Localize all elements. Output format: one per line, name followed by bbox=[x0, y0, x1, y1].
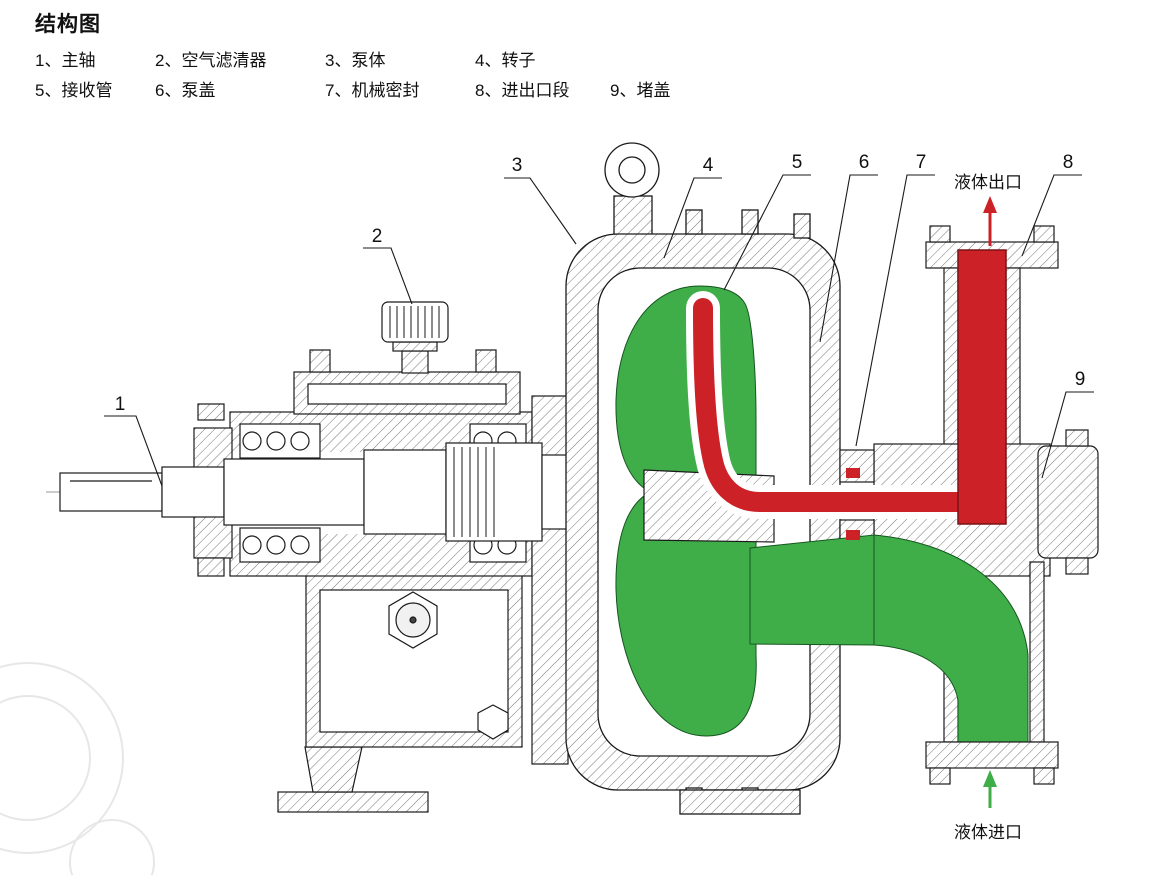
outlet-label: 液体出口 bbox=[954, 173, 1022, 192]
bearing-housing bbox=[193, 349, 569, 813]
callout-7: 7 bbox=[916, 152, 927, 173]
outlet-flow: 液体出口 bbox=[954, 173, 1022, 246]
lifting-eye bbox=[604, 142, 660, 198]
callout-numbers: 1 2 3 4 5 6 7 8 9 bbox=[115, 152, 1086, 415]
lifting-eye-base bbox=[613, 195, 653, 239]
receiving-pipe bbox=[686, 291, 999, 519]
legend-item-3: 3、泵体 bbox=[325, 51, 386, 70]
mechanical-seal-rings bbox=[846, 468, 860, 540]
page-title: 结构图 bbox=[35, 13, 101, 36]
legend-item-6: 6、泵盖 bbox=[155, 81, 216, 100]
liquid-outlet-pipe bbox=[957, 249, 1007, 525]
legend-item-5: 5、接收管 bbox=[35, 81, 113, 100]
watermark bbox=[0, 662, 155, 875]
callout-leaders bbox=[104, 174, 1094, 487]
casing-foot bbox=[679, 789, 801, 815]
callout-8: 8 bbox=[1063, 152, 1074, 173]
legend-item-4: 4、转子 bbox=[475, 51, 536, 70]
plug-cover bbox=[1037, 429, 1099, 575]
callout-6: 6 bbox=[859, 152, 870, 173]
liquid-inlet-bridge bbox=[749, 534, 875, 646]
liquid-inlet-pipe bbox=[873, 534, 1029, 743]
oil-sight-glass bbox=[388, 591, 438, 649]
legend-item-8: 8、进出口段 bbox=[475, 81, 570, 100]
ball-bearings bbox=[242, 431, 517, 555]
legend-item-7: 7、机械密封 bbox=[325, 81, 420, 100]
callout-2: 2 bbox=[372, 226, 383, 247]
drain-plug bbox=[477, 704, 509, 740]
callout-3: 3 bbox=[512, 155, 523, 176]
inlet-flange bbox=[925, 741, 1059, 785]
inlet-arrow-icon bbox=[983, 770, 997, 787]
air-filter bbox=[381, 301, 449, 374]
callout-5: 5 bbox=[792, 152, 803, 173]
callout-4: 4 bbox=[703, 155, 714, 176]
outlet-arrow-icon bbox=[983, 196, 997, 213]
legend-item-9: 9、堵盖 bbox=[610, 81, 671, 100]
inlet-label: 液体进口 bbox=[954, 823, 1022, 842]
callout-1: 1 bbox=[115, 394, 126, 415]
legend-item-2: 2、空气滤清器 bbox=[155, 51, 267, 70]
legend-item-1: 1、主轴 bbox=[35, 51, 96, 70]
base-plate bbox=[277, 791, 429, 813]
inlet-flow: 液体进口 bbox=[954, 770, 1022, 842]
callout-9: 9 bbox=[1075, 369, 1086, 390]
